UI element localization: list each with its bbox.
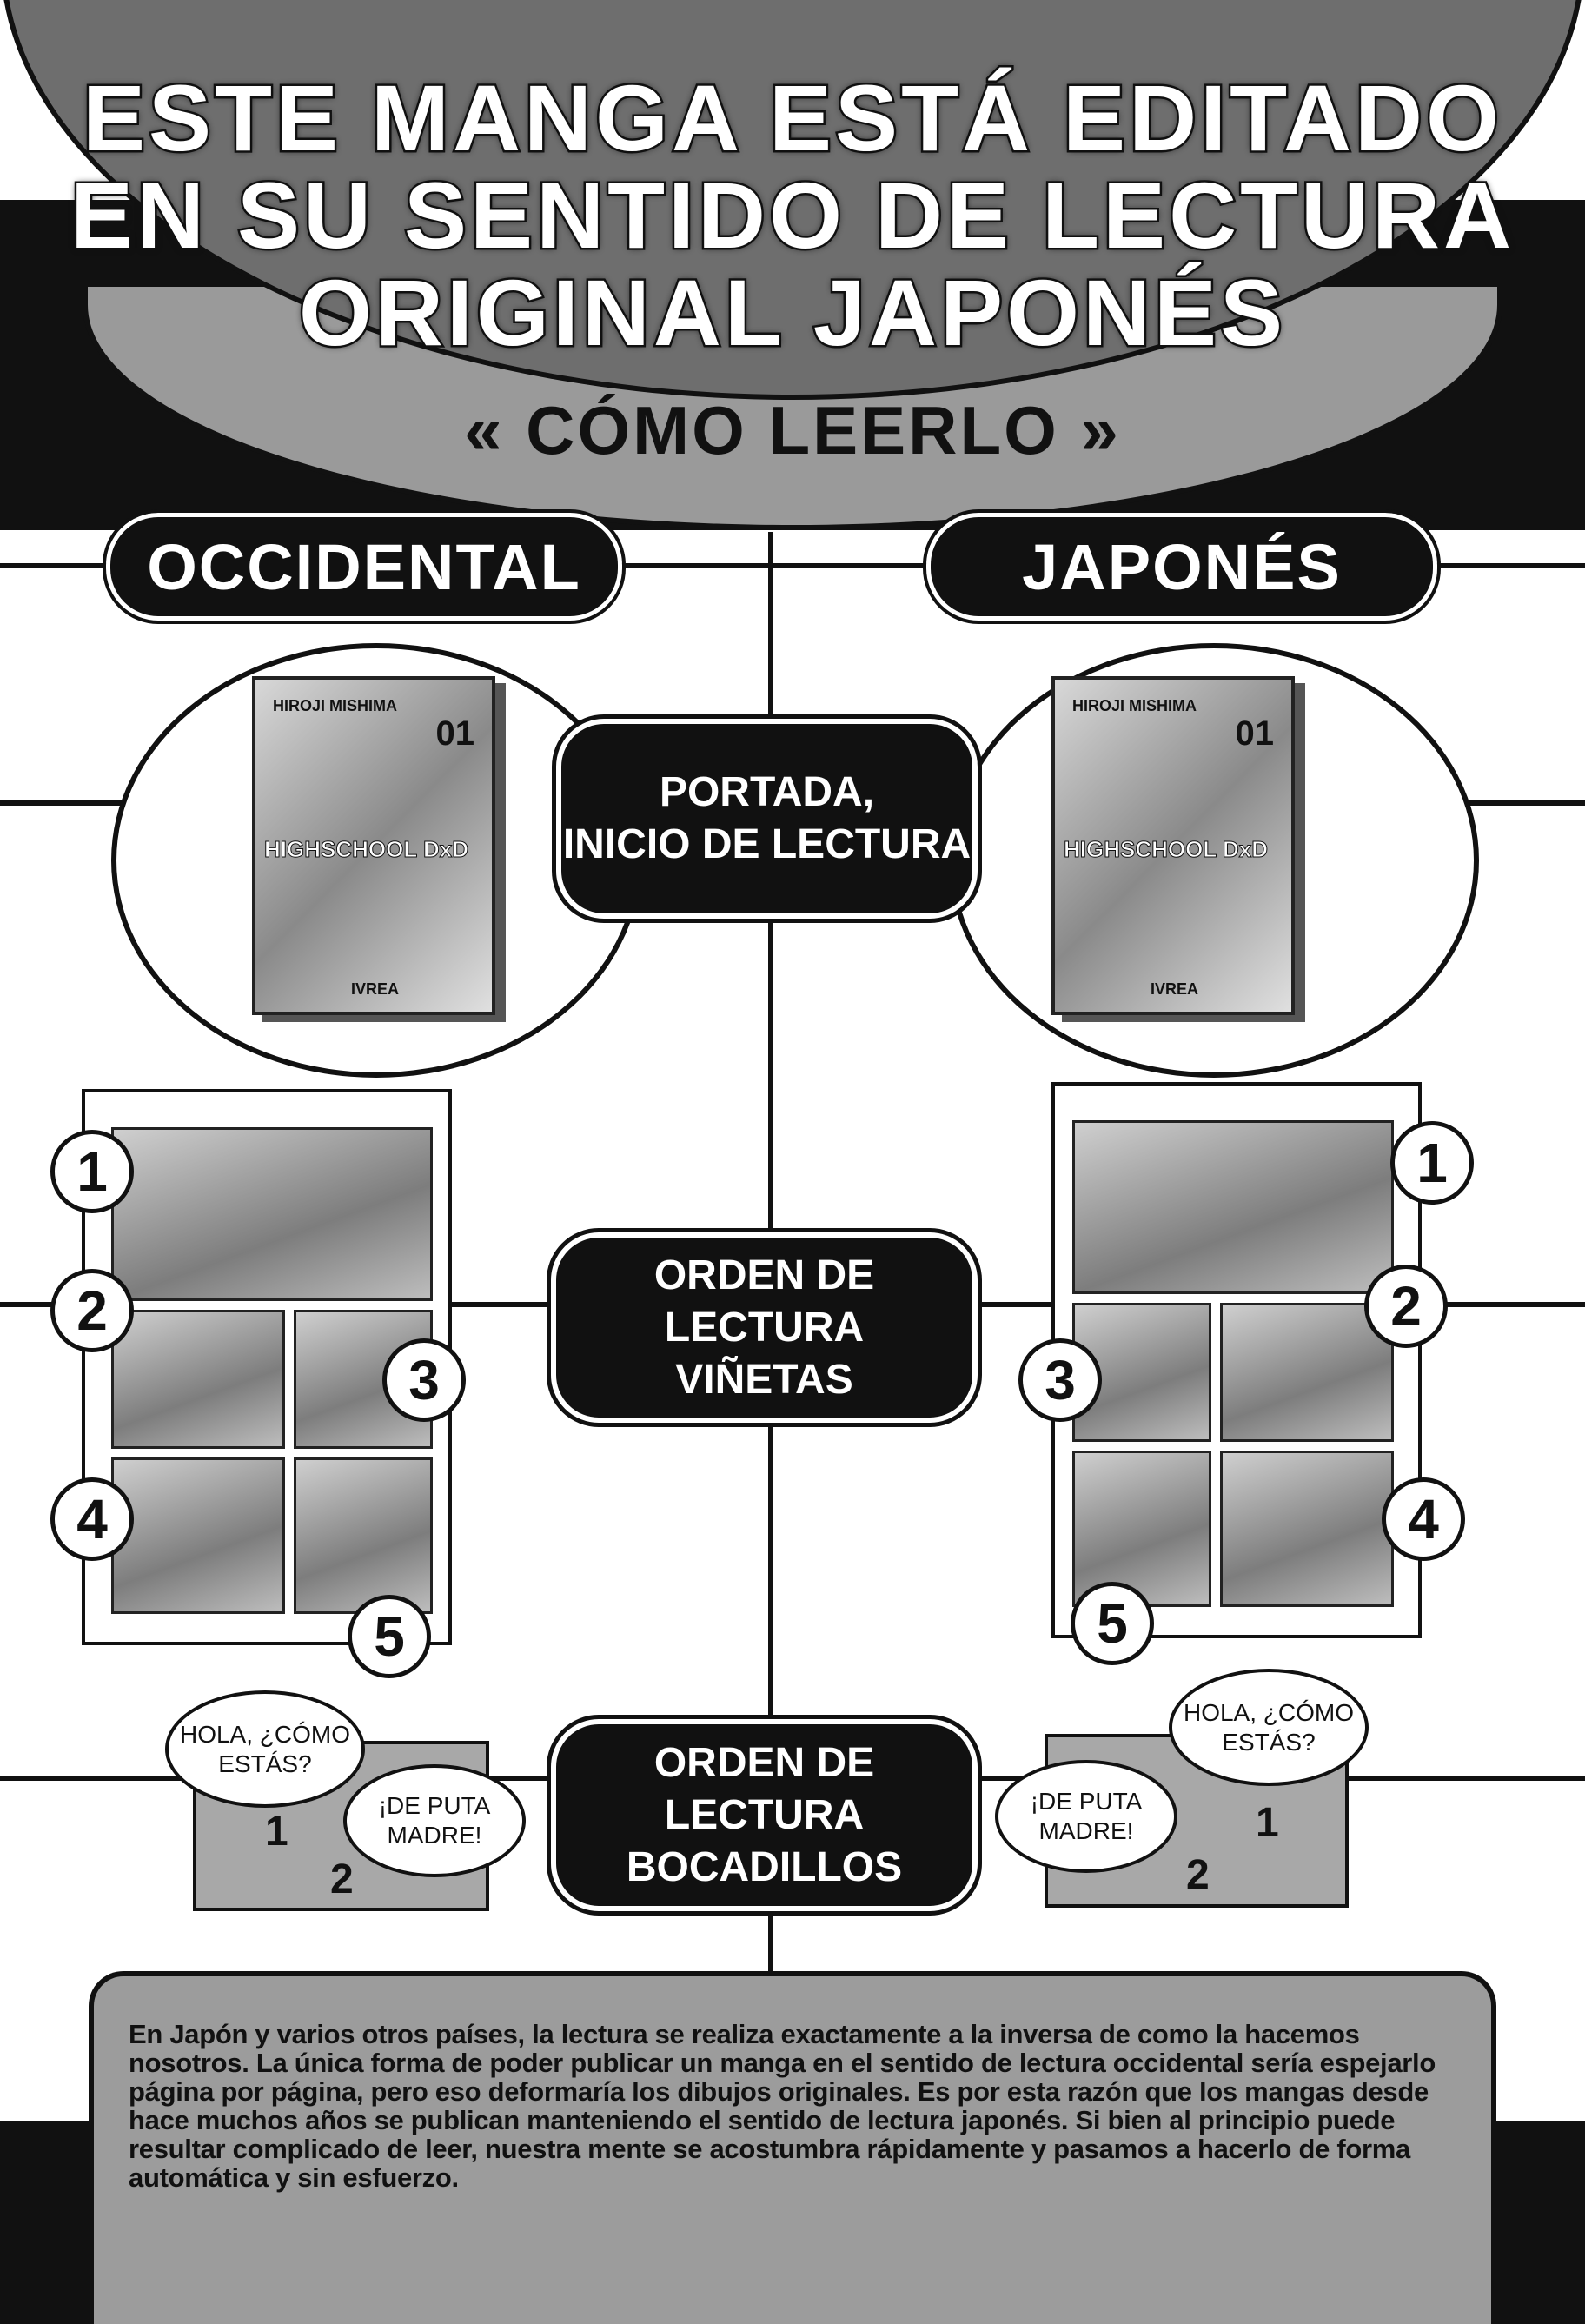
page-title: ESTE MANGA ESTÁ EDITADO EN SU SENTIDO DE… [0,65,1585,365]
manga-page-left [82,1089,452,1645]
divider-line [0,563,1585,568]
title-line: EN SU SENTIDO DE LECTURA [68,163,1515,268]
panel-number: 5 [1071,1582,1154,1665]
title-line: ORIGINAL JAPONÉS [296,260,1287,365]
book-series: HIGHSCHOOL DxD [1064,836,1269,863]
speech-bubble-first: HOLA, ¿CÓMO ESTÁS? [165,1690,365,1808]
speech-bubble-first: HOLA, ¿CÓMO ESTÁS? [1169,1669,1369,1786]
panel-number: 4 [50,1477,134,1561]
panel-number: 2 [1364,1265,1448,1348]
book-volume: 01 [435,714,475,753]
speech-bubble-second: ¡DE PUTA MADRE! [343,1764,526,1877]
label-line: ORDEN DE LECTURA [653,1252,875,1351]
book-publisher: IVREA [351,980,400,998]
bubble-order-number: 1 [265,1809,288,1855]
label-line: ORDEN DE LECTURA [653,1739,875,1838]
panel-number: 5 [348,1595,431,1678]
info-text: En Japón y varios otros países, la lectu… [129,2019,1436,2193]
subtitle: « CÓMO LEERLO » [464,392,1121,468]
column-header-occidental: OCCIDENTAL [103,509,626,624]
title-line: ESTE MANGA ESTÁ EDITADO [80,65,1503,170]
label-bubbles: ORDEN DE LECTURA BOCADILLOS [547,1715,982,1916]
book-publisher: IVREA [1151,980,1199,998]
column-header-japones: JAPONÉS [923,509,1441,624]
label-panels: ORDEN DE LECTURA VIÑETAS [547,1228,982,1427]
label-line: PORTADA, [659,769,875,815]
book-author: HIROJI MISHIMA [1072,697,1197,714]
book-cover-right: HIROJI MISHIMA 01 HIGHSCHOOL DxD IVREA [1051,676,1295,1015]
bubble-order-number: 1 [1256,1800,1279,1846]
bubble-order-number: 2 [1186,1852,1210,1898]
book-series: HIGHSCHOOL DxD [264,836,469,863]
panel-number: 4 [1382,1477,1465,1561]
bubble-order-number: 2 [330,1856,354,1902]
panel-number: 3 [382,1338,466,1422]
book-cover-left: HIROJI MISHIMA 01 HIGHSCHOOL DxD IVREA [252,676,495,1015]
book-author: HIROJI MISHIMA [273,697,398,714]
book-volume: 01 [1235,714,1275,753]
label-line: INICIO DE LECTURA [562,821,972,867]
panel-number: 1 [50,1130,134,1213]
panel-number: 1 [1390,1121,1474,1205]
label-cover: PORTADA, INICIO DE LECTURA [552,714,982,923]
speech-bubble-second: ¡DE PUTA MADRE! [995,1760,1177,1873]
panel-number: 3 [1018,1338,1102,1422]
panel-number: 2 [50,1269,134,1352]
label-line: VIÑETAS [675,1356,853,1403]
manga-page-right [1051,1082,1422,1638]
info-box: En Japón y varios otros países, la lectu… [89,1971,1496,2324]
label-line: BOCADILLOS [626,1843,903,1890]
